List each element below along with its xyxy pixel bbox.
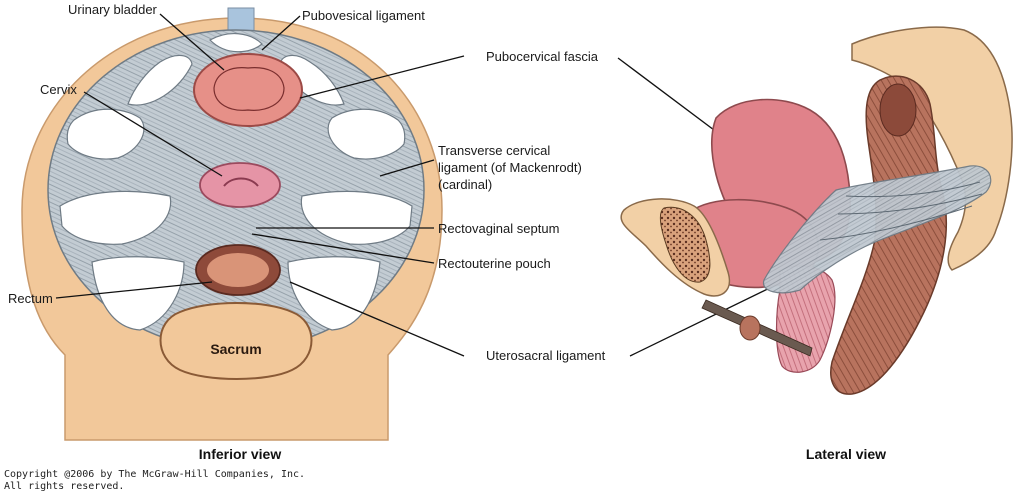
copyright-notice: Copyright @2006 by The McGraw-Hill Compa… <box>4 469 305 493</box>
label-pubocervical-fascia: Pubocervical fascia <box>486 49 599 64</box>
caption-lateral-view: Lateral view <box>806 446 886 462</box>
cervix-shape <box>199 162 281 208</box>
lateral-ligaments <box>762 165 992 294</box>
label-transverse-cervical-1: Transverse cervical <box>438 143 550 158</box>
label-rectum: Rectum <box>8 291 53 306</box>
caption-inferior-view: Inferior view <box>199 446 282 462</box>
sacrum-bone <box>159 302 313 380</box>
lateral-view: Lateral view <box>620 26 1013 462</box>
label-sacrum: Sacrum <box>210 341 261 357</box>
copyright-line-2: All rights reserved. <box>4 481 125 492</box>
label-rectouterine-pouch: Rectouterine pouch <box>438 256 551 271</box>
inferior-view: Urinary bladder Pubovesical ligament Cer… <box>8 2 582 462</box>
label-pubovesical-ligament: Pubovesical ligament <box>302 8 425 23</box>
copyright-line-1: Copyright @2006 by The McGraw-Hill Compa… <box>4 469 306 480</box>
urinary-bladder-shape <box>193 53 303 127</box>
label-rectovaginal-septum: Rectovaginal septum <box>438 221 559 236</box>
label-transverse-cervical-2: ligament (of Mackenrodt) <box>438 160 582 175</box>
label-urinary-bladder: Urinary bladder <box>68 2 158 17</box>
label-uterosacral-ligament: Uterosacral ligament <box>486 348 606 363</box>
label-cervix: Cervix <box>40 82 77 97</box>
ligament-gaps <box>59 33 413 331</box>
label-transverse-cervical-3: (cardinal) <box>438 177 492 192</box>
